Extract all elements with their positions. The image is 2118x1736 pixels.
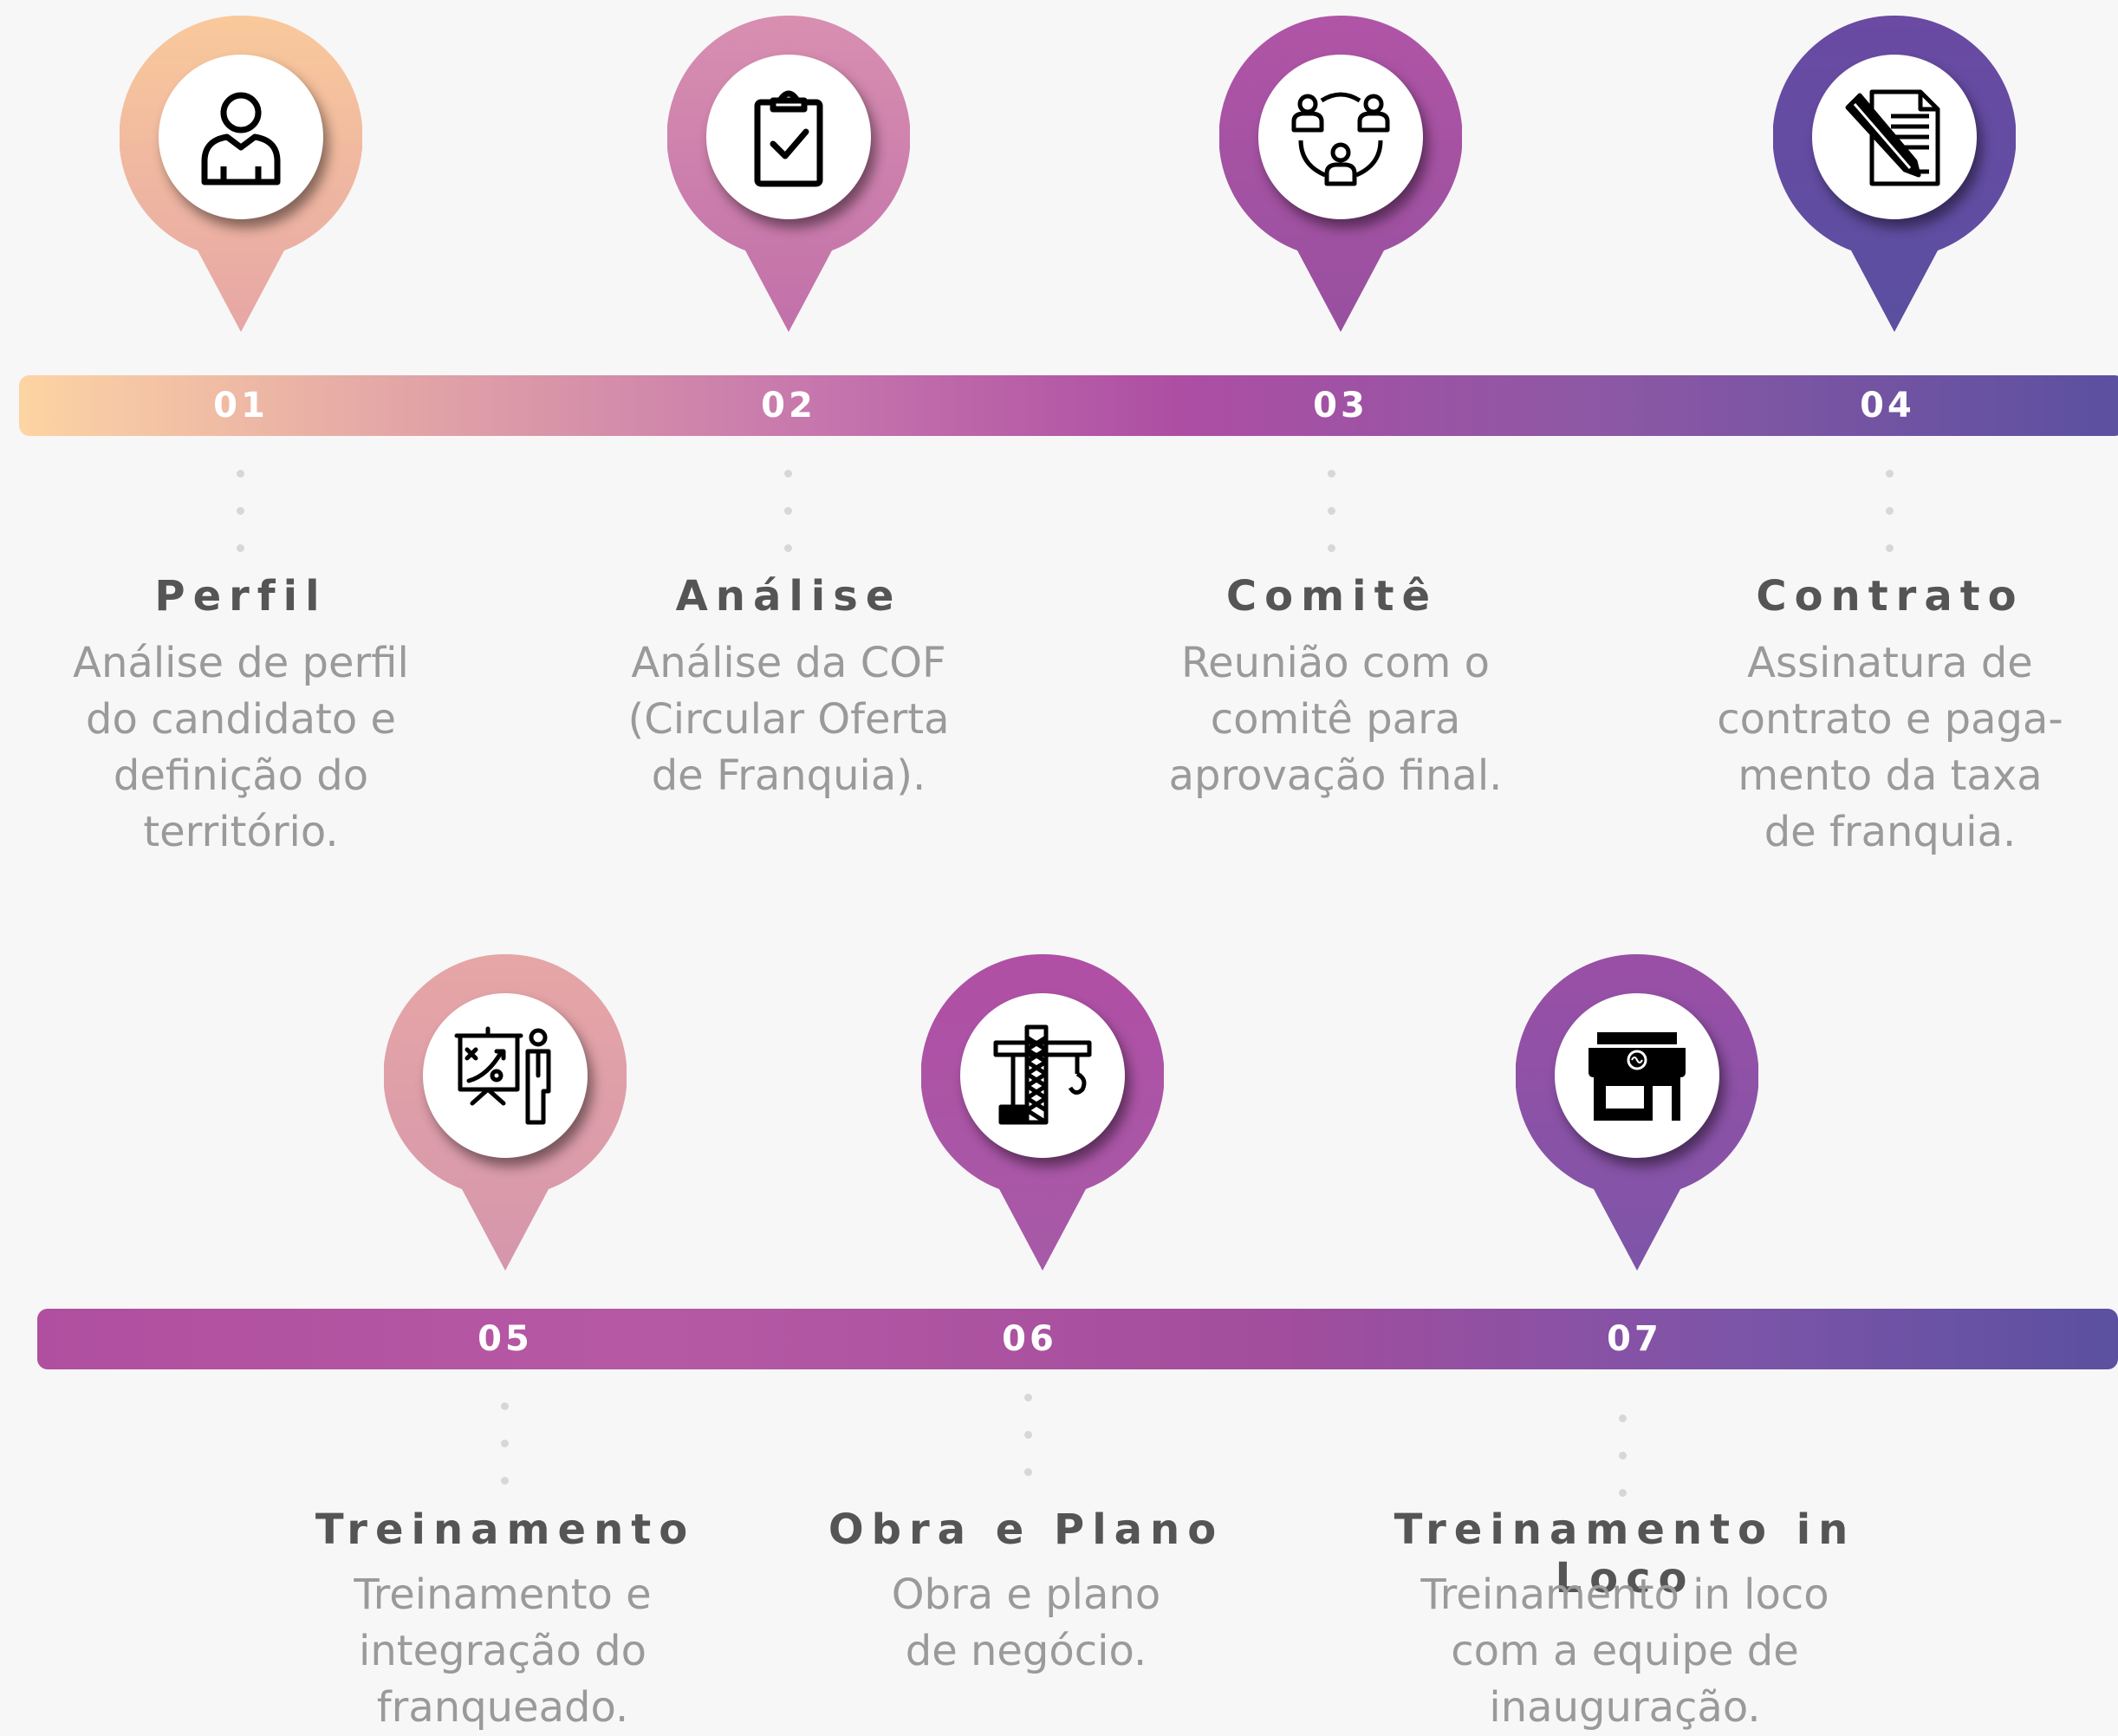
- person-icon: [201, 92, 281, 185]
- pin-marker: [921, 954, 1164, 1271]
- icon-disc: [159, 55, 323, 219]
- step-number: 05: [478, 1319, 533, 1359]
- step-number: 03: [1313, 386, 1368, 426]
- clipboard-check-icon: [754, 90, 823, 187]
- dotted-connector: [1886, 470, 1894, 582]
- step-number: 06: [1002, 1319, 1057, 1359]
- dotted-connector: [1328, 470, 1336, 582]
- step-title: Obra e Plano: [828, 1505, 1225, 1554]
- storefront-icon: [1588, 1032, 1686, 1121]
- team-meeting-icon: [1291, 92, 1390, 186]
- step-title: Perfil: [154, 572, 328, 621]
- step-title: Treinamento: [315, 1505, 696, 1554]
- icon-disc: [706, 55, 871, 219]
- step-title: Treinamento in Loco: [1394, 1505, 1856, 1603]
- icon-disc: [960, 993, 1125, 1158]
- pin-marker: [1219, 16, 1462, 332]
- contract-signing-icon: [1845, 89, 1940, 186]
- dotted-connector: [1619, 1414, 1627, 1526]
- step-number: 02: [761, 386, 816, 426]
- dotted-connector: [237, 470, 245, 582]
- icon-disc: [1812, 55, 1977, 219]
- pin-marker: [667, 16, 910, 332]
- training-presentation-icon: [454, 1026, 551, 1125]
- pin-marker: [384, 954, 627, 1271]
- construction-crane-icon: [993, 1024, 1092, 1125]
- step-title: Comitê: [1225, 572, 1439, 621]
- step-number: 01: [213, 386, 269, 426]
- pin-marker: [120, 16, 362, 332]
- icon-disc: [1258, 55, 1423, 219]
- step-title: Análise: [675, 572, 902, 621]
- pin-marker: [1516, 954, 1758, 1271]
- timeline-bar-bottom: [37, 1309, 2118, 1369]
- step-number: 07: [1607, 1319, 1662, 1359]
- dotted-connector: [784, 470, 793, 582]
- pin-marker: [1773, 16, 2016, 332]
- timeline-bar-top: [19, 375, 2118, 436]
- icon-disc: [1555, 993, 1719, 1158]
- step-title: Contrato: [1756, 572, 2024, 621]
- icon-disc: [423, 993, 588, 1158]
- dotted-connector: [1024, 1394, 1033, 1505]
- dotted-connector: [501, 1402, 510, 1514]
- step-number: 04: [1860, 386, 1915, 426]
